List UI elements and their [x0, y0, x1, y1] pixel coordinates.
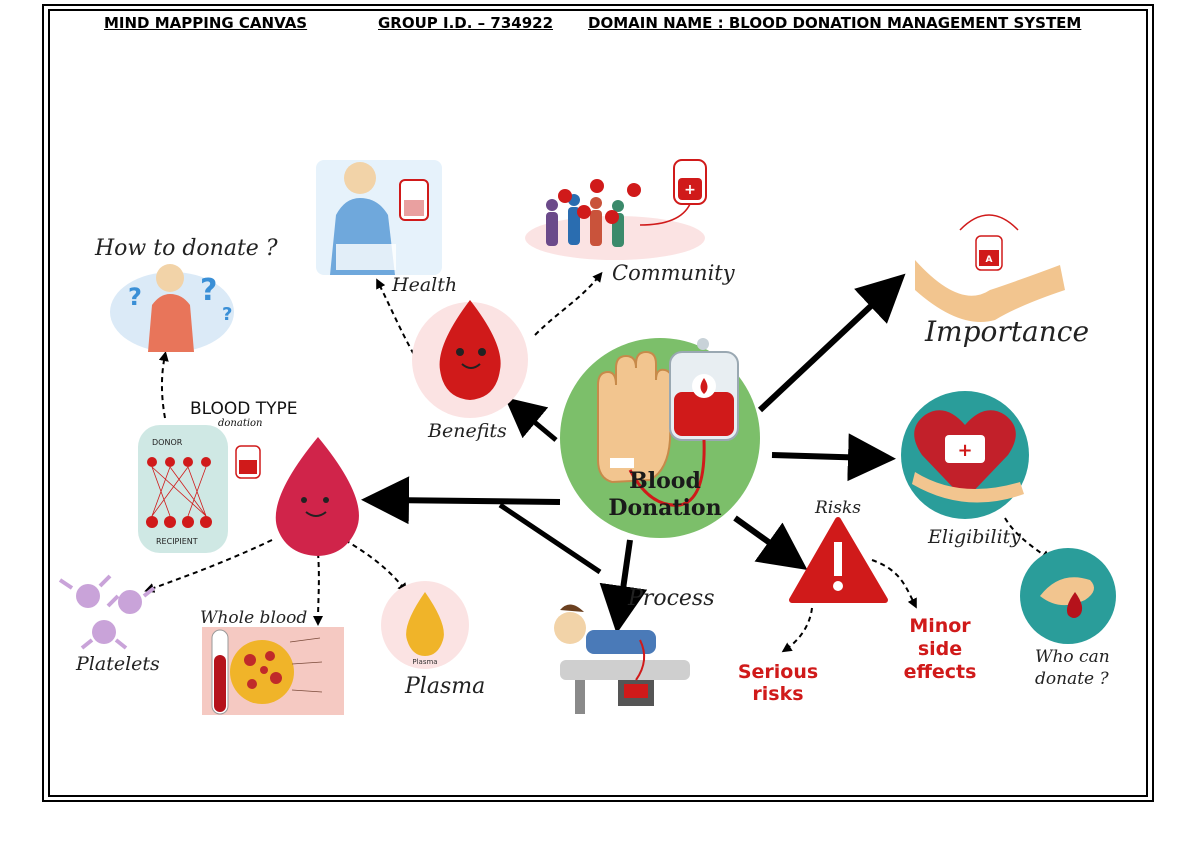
minor-side-effects-label-2: side: [918, 638, 962, 660]
svg-text:+: +: [957, 440, 972, 461]
nurse-head-icon: [344, 162, 376, 194]
heart-balloons-icon: [558, 179, 641, 224]
risks-node: Risks Minor side effects Serious risks: [738, 498, 977, 705]
plasma-drop-label: Plasma: [412, 658, 437, 666]
benefits-node: Benefits: [412, 300, 528, 442]
process-node: Process: [554, 586, 715, 714]
svg-text:?: ?: [222, 304, 232, 325]
bandage-icon: [610, 458, 634, 468]
donation-chair-icon: [560, 660, 690, 680]
blood-type-label: BLOOD TYPE: [190, 399, 298, 419]
serious-risks-label-1: Serious: [738, 661, 818, 683]
serious-risks-label-2: risks: [752, 683, 803, 705]
arrow-process-branch: [498, 502, 602, 575]
blood-drop-icon: [1066, 592, 1083, 618]
handshake-icon: [915, 260, 1065, 322]
health-node: Health: [316, 160, 457, 296]
how-to-donate-node: How to donate ? ? ? ?: [94, 236, 278, 352]
platelet-cells-icon: [58, 574, 156, 650]
main-connectors: [361, 273, 906, 634]
arrow-to-importance: [757, 273, 906, 413]
iv-tube: [628, 439, 706, 507]
arrow-to-blood-type: [361, 476, 561, 525]
dash-drop-plasma: [344, 539, 408, 594]
dash-drop-platelets: [144, 539, 273, 593]
importance-label: Importance: [924, 315, 1089, 348]
domain-name: DOMAIN NAME : BLOOD DONATION MANAGEMENT …: [588, 14, 1082, 32]
hand-icon: [597, 350, 674, 484]
community-node: + Community: [525, 159, 736, 285]
finger-icon: [1040, 577, 1094, 606]
community-label: Community: [612, 261, 736, 285]
platelets-node: Platelets: [58, 574, 160, 675]
dash-drop-wholeblood: [313, 552, 324, 626]
hand-holding-icon: [912, 472, 1024, 503]
minor-side-effects-label-1: Minor: [909, 615, 971, 637]
dash-risks-serious: [781, 607, 813, 653]
dash-risks-minor: [871, 559, 917, 609]
dash-eligibility-who: [1004, 517, 1052, 561]
center-node: Blood Donation: [560, 338, 760, 538]
outer-frame: [42, 4, 1154, 802]
arrow-to-benefits: [504, 397, 558, 442]
minor-side-effects-label-3: effects: [904, 661, 977, 683]
patient-icon: [554, 612, 586, 644]
center-label-1: Blood: [629, 468, 701, 494]
drop-mascot-icon: [439, 300, 501, 400]
arrow-to-process: [599, 539, 648, 634]
blood-type-node: BLOOD TYPE donation DONOR RECIPIENT: [138, 399, 359, 556]
svg-text:A: A: [986, 255, 993, 265]
dash-bloodtype-howto: [158, 351, 169, 419]
inner-frame: [48, 9, 1148, 797]
plasma-drop-icon: [406, 592, 444, 656]
donor-label: DONOR: [152, 438, 183, 447]
blood-drop-mascot-icon: [275, 437, 359, 556]
whole-blood-node: Whole blood: [200, 608, 344, 715]
who-can-donate-label-2: donate ?: [1035, 669, 1109, 689]
svg-text:+: +: [684, 182, 696, 198]
platelets-label: Platelets: [75, 653, 160, 675]
arrow-to-eligibility: [771, 433, 896, 482]
eligibility-label: Eligibility: [927, 526, 1021, 548]
risks-label: Risks: [814, 498, 861, 518]
health-label: Health: [391, 274, 457, 296]
question-mark-icon: ?: [128, 283, 142, 311]
who-can-donate-label-1: Who can: [1035, 647, 1110, 667]
who-can-donate-node: Who can donate ?: [1020, 548, 1116, 689]
whole-blood-label: Whole blood: [200, 608, 307, 628]
first-aid-kit-icon: [945, 435, 985, 463]
canvas-title: MIND MAPPING CANVAS: [104, 14, 308, 32]
thinking-person-icon: [156, 264, 184, 292]
process-label: Process: [627, 586, 715, 611]
plasma-label: Plasma: [404, 674, 485, 699]
group-id: GROUP I.D. – 734922: [378, 14, 554, 32]
dash-benefits-community: [534, 271, 603, 336]
svg-text:?: ?: [200, 273, 217, 308]
how-to-donate-label: How to donate ?: [94, 236, 278, 261]
blood-type-sub-label: donation: [218, 418, 263, 429]
center-label-2: Donation: [608, 495, 721, 521]
importance-node: A Importance: [915, 214, 1089, 348]
benefits-label: Benefits: [427, 420, 507, 442]
arrow-to-risks: [733, 515, 808, 570]
recipient-label: RECIPIENT: [156, 537, 198, 546]
eligibility-node: + Eligibility: [901, 391, 1029, 548]
plasma-node: Plasma Plasma: [381, 581, 485, 699]
people-group-icon: [546, 194, 624, 247]
